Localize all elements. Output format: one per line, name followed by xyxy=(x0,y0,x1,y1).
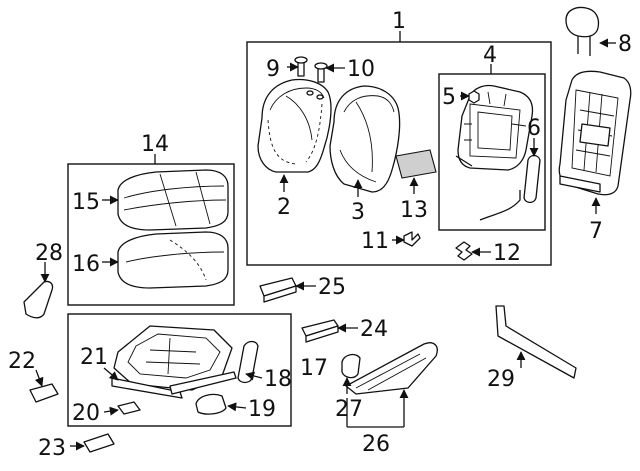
leader-lines xyxy=(34,31,616,451)
callout-29: 29 xyxy=(487,367,515,392)
callout-7: 7 xyxy=(589,219,603,244)
seat-back-cover xyxy=(257,78,332,173)
callout-6: 6 xyxy=(527,116,541,141)
pad-13 xyxy=(395,149,437,179)
callout-25: 25 xyxy=(318,275,346,300)
callout-27: 27 xyxy=(335,397,363,422)
callout-9: 9 xyxy=(266,57,280,82)
frame-subgroup-box xyxy=(438,73,546,231)
callout-20: 20 xyxy=(72,401,100,426)
cushion-pad-16 xyxy=(117,231,229,289)
callout-4: 4 xyxy=(483,43,497,68)
seat-back-frame xyxy=(455,84,534,221)
bracket-24 xyxy=(301,319,339,343)
trim-28 xyxy=(23,280,54,319)
end-cap-23 xyxy=(83,433,115,453)
callout-24: 24 xyxy=(360,317,388,342)
callout-15: 15 xyxy=(72,190,100,215)
headrest-guide-10 xyxy=(314,62,328,83)
cover-19 xyxy=(195,393,227,415)
bracket-20 xyxy=(117,401,141,415)
callout-26: 26 xyxy=(362,432,390,457)
callout-11: 11 xyxy=(361,229,389,254)
callout-1: 1 xyxy=(392,9,406,34)
callout-3: 3 xyxy=(351,200,365,225)
headrest-8 xyxy=(565,6,600,56)
seat-back-pad xyxy=(329,85,401,193)
track-group-box xyxy=(67,313,292,427)
bracket-25 xyxy=(259,277,297,303)
callout-18: 18 xyxy=(264,367,292,392)
callout-14: 14 xyxy=(141,132,169,157)
callout-2: 2 xyxy=(277,195,291,220)
callout-16: 16 xyxy=(72,252,100,277)
seat-back-group-box xyxy=(246,41,552,266)
callout-17: 17 xyxy=(300,356,328,381)
callout-28: 28 xyxy=(35,241,63,266)
side-shield-26 xyxy=(345,342,438,395)
clip-12 xyxy=(455,241,473,261)
callout-19: 19 xyxy=(248,397,276,422)
seat-track-frame xyxy=(111,325,237,399)
end-cap-22 xyxy=(29,383,59,403)
nut-5 xyxy=(468,90,480,104)
callout-5: 5 xyxy=(442,85,456,110)
callout-8: 8 xyxy=(618,32,632,57)
callout-21: 21 xyxy=(80,345,108,370)
callout-10: 10 xyxy=(347,57,375,82)
callout-23: 23 xyxy=(38,436,66,461)
side-airbag-6 xyxy=(523,154,541,204)
seat-back-panel-7 xyxy=(558,70,632,196)
trim-strip-29 xyxy=(495,305,577,379)
callout-labels: 1 2 3 4 5 6 7 8 9 10 11 12 13 14 15 16 1… xyxy=(8,9,632,461)
callout-22: 22 xyxy=(8,349,36,374)
clip-11 xyxy=(403,231,421,247)
cushion-group-box xyxy=(67,163,235,306)
cushion-cover-15 xyxy=(117,169,229,231)
callout-12: 12 xyxy=(493,241,521,266)
callout-13: 13 xyxy=(400,198,428,223)
knob-27 xyxy=(341,353,361,379)
